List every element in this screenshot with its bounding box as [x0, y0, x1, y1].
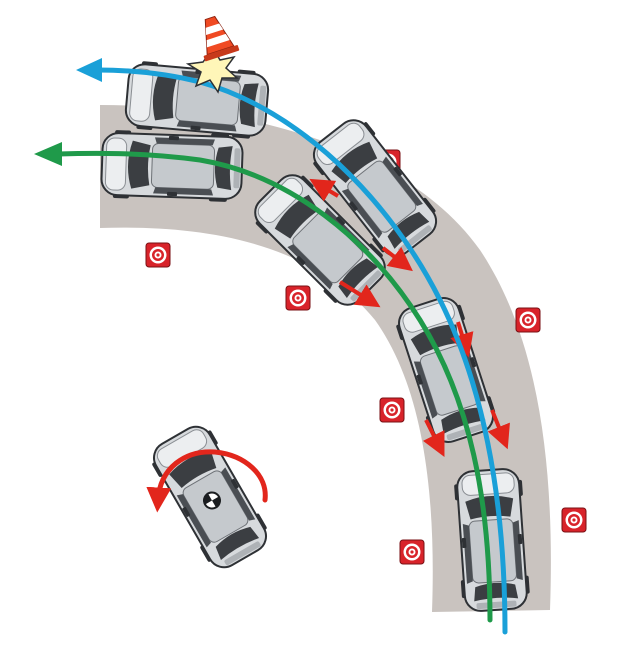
impact-star-icon	[185, 46, 239, 94]
target-marker-icon	[145, 242, 171, 268]
car-spinning	[144, 418, 276, 576]
roundel-logo-icon	[203, 491, 221, 510]
correction-arrows	[309, 178, 510, 457]
arrow-left-icon	[34, 142, 62, 166]
target-marker-icon	[561, 507, 587, 533]
target-marker-icon	[379, 397, 405, 423]
stabilized-path	[55, 150, 493, 623]
target-marker-icon	[399, 539, 425, 565]
rotate-arrow-icon	[146, 449, 268, 513]
target-marker-icon	[285, 285, 311, 311]
target-marker-icon	[515, 307, 541, 333]
road-curve	[100, 105, 551, 612]
understeer-path	[95, 67, 508, 635]
traffic-cone-icon	[203, 15, 240, 62]
arrow-left-icon	[76, 58, 102, 82]
